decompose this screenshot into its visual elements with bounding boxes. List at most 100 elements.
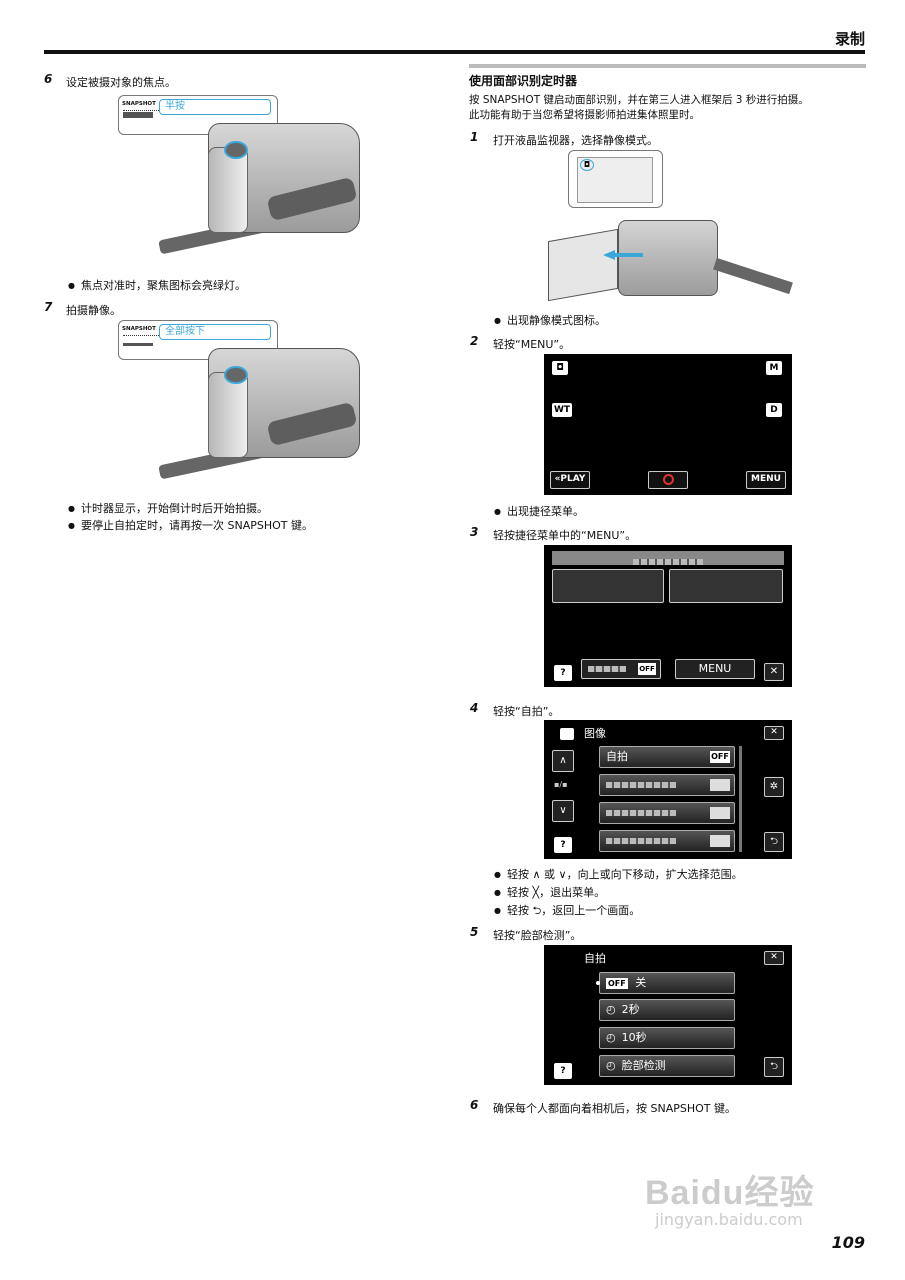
- timer-icon: ◴: [606, 1031, 616, 1044]
- menu-button[interactable]: MENU: [746, 471, 786, 489]
- section-heading: 使用面部识别定时器: [469, 74, 578, 88]
- watermark-logo: Baidu经验: [645, 1174, 815, 1212]
- camera-screen-shortcut-menu: ? OFF MENU ✕: [544, 545, 792, 687]
- callout: SNAPSHOT 半按: [118, 95, 278, 135]
- off-tag: OFF: [606, 978, 628, 989]
- heading-rule: [469, 64, 866, 68]
- snapshot-button-highlight: [224, 141, 248, 159]
- menu-item[interactable]: [599, 774, 735, 796]
- menu-title-bar: [552, 551, 784, 565]
- intro-line: 此功能有助于当您希望将摄影师拍进集体照里时。: [469, 109, 700, 121]
- option-off[interactable]: OFF 关: [596, 972, 735, 994]
- record-button[interactable]: [648, 471, 688, 489]
- section-title: 录制: [834, 30, 865, 48]
- camera-lens: [208, 372, 248, 458]
- bullet-item: 轻按 ╳，退出菜单。: [494, 884, 605, 900]
- bullet-item: 计时器显示，开始倒计时后开始拍摄。: [68, 500, 268, 516]
- face-timer-icon: ◴: [606, 1059, 616, 1072]
- bullet-item: 要停止自拍定时，请再按一次 SNAPSHOT 键。: [68, 517, 313, 533]
- step-number: 4: [470, 701, 479, 715]
- callout-label: 半按: [159, 99, 271, 115]
- intro-paragraph: 按 SNAPSHOT 键启动面部识别，并在第三人进入框架后 3 秒进行拍摄。 此…: [469, 93, 869, 123]
- step-number: 5: [470, 925, 479, 939]
- step-number: 6: [44, 72, 53, 86]
- down-icon[interactable]: ∨: [552, 800, 574, 822]
- step-text: 打开液晶监视器，选择静像模式。: [493, 134, 658, 147]
- step-text: 轻按“自拍”。: [493, 705, 560, 718]
- bullet-item: 轻按 ⮌，返回上一个画面。: [494, 902, 640, 921]
- close-icon[interactable]: ✕: [764, 951, 784, 965]
- zoom-icon[interactable]: WT: [552, 403, 572, 417]
- top-rule: [44, 50, 865, 54]
- shortcut-tile[interactable]: [669, 569, 783, 603]
- camera-mode-icon: ◘: [580, 159, 594, 171]
- step-text: 轻按“脸部检测”。: [493, 929, 582, 942]
- help-icon[interactable]: ?: [554, 1063, 572, 1079]
- step-text: 轻按“MENU”。: [493, 338, 571, 351]
- camera-icon: [560, 728, 574, 740]
- step-text: 设定被摄对象的焦点。: [66, 76, 176, 89]
- timer-icon: ◴: [606, 1003, 616, 1016]
- option-label: 关: [635, 976, 647, 989]
- back-icon[interactable]: ⮌: [764, 1057, 784, 1077]
- intro-line: 按 SNAPSHOT 键启动面部识别，并在第三人进入框架后 3 秒进行拍摄。: [469, 94, 809, 106]
- manual-mode-icon[interactable]: M: [766, 361, 782, 375]
- menu-title: 图像: [584, 727, 606, 740]
- play-button[interactable]: «PLAY: [550, 471, 590, 489]
- page-indicator: ▪/▪: [554, 780, 568, 789]
- callout-label: 全部按下: [159, 324, 271, 340]
- camera-illustration-half-press: SNAPSHOT 半按: [118, 95, 360, 270]
- option-face-detection[interactable]: ◴ 脸部检测: [599, 1055, 735, 1077]
- menu-item[interactable]: [599, 802, 735, 824]
- lcd-panel: [548, 228, 618, 302]
- record-icon: [663, 474, 674, 485]
- watermark-url: jingyan.baidu.com: [655, 1210, 803, 1229]
- shortcut-toggle[interactable]: OFF: [581, 659, 661, 679]
- step-number: 1: [470, 130, 479, 144]
- option-label: 2秒: [621, 1003, 640, 1016]
- arrow-icon: [603, 250, 643, 260]
- step-number: 7: [44, 300, 53, 314]
- help-icon[interactable]: ?: [554, 665, 572, 681]
- step-number: 3: [470, 525, 479, 539]
- step-text: 确保每个人都面向着相机后，按 SNAPSHOT 键。: [493, 1102, 736, 1115]
- still-mode-icon[interactable]: ◘: [552, 361, 568, 375]
- menu-item-label: 自拍: [606, 750, 628, 763]
- camera-screen-self-timer: 自拍 ✕ OFF 关 ◴ 2秒 ◴ 10秒 ◴ 脸部检测 ? ⮌: [544, 945, 792, 1085]
- bullet-item: 出现捷径菜单。: [494, 503, 584, 519]
- bullet-item: 出现静像模式图标。: [494, 312, 606, 328]
- bullet-item: 轻按 ∧ 或 ∨，向上或向下移动，扩大选择范围。: [494, 866, 743, 882]
- option-label: 脸部检测: [621, 1059, 666, 1072]
- step-text: 拍摄静像。: [66, 304, 121, 317]
- shortcut-tile[interactable]: [552, 569, 664, 603]
- option-2s[interactable]: ◴ 2秒: [599, 999, 735, 1021]
- close-icon[interactable]: ✕: [764, 726, 784, 740]
- callout: SNAPSHOT 全部按下: [118, 320, 278, 360]
- strap: [713, 257, 793, 295]
- camera-screen-image-menu: 图像 ✕ ∧ ▪/▪ ∨ ? 自拍 OFF ✲ ⮌: [544, 720, 792, 859]
- off-tag: OFF: [710, 751, 730, 763]
- menu-title: 自拍: [584, 952, 606, 965]
- camera-lens: [208, 147, 248, 233]
- option-label: 10秒: [621, 1031, 647, 1044]
- bullet-item: 焦点对准时，聚焦图标会亮绿灯。: [68, 277, 246, 293]
- step-number: 6: [470, 1098, 479, 1112]
- close-icon[interactable]: ✕: [764, 663, 784, 681]
- step-text: 轻按捷径菜单中的“MENU”。: [493, 529, 637, 542]
- snapshot-button-highlight: [224, 366, 248, 384]
- up-icon[interactable]: ∧: [552, 750, 574, 772]
- camera-illustration-full-press: SNAPSHOT 全部按下: [118, 320, 360, 495]
- camera-body: [618, 220, 718, 296]
- help-icon[interactable]: ?: [554, 837, 572, 853]
- snapshot-label: SNAPSHOT: [122, 101, 156, 107]
- callout: ◘: [568, 150, 663, 208]
- back-icon[interactable]: ⮌: [764, 832, 784, 852]
- lcd-open-illustration: ◘: [543, 150, 793, 305]
- menu-item-self-timer[interactable]: 自拍 OFF: [599, 746, 735, 768]
- gear-icon[interactable]: ✲: [764, 777, 784, 797]
- scrollbar[interactable]: [739, 746, 742, 852]
- option-10s[interactable]: ◴ 10秒: [599, 1027, 735, 1049]
- menu-item[interactable]: [599, 830, 735, 852]
- display-icon[interactable]: D: [766, 403, 782, 417]
- menu-button[interactable]: MENU: [675, 659, 755, 679]
